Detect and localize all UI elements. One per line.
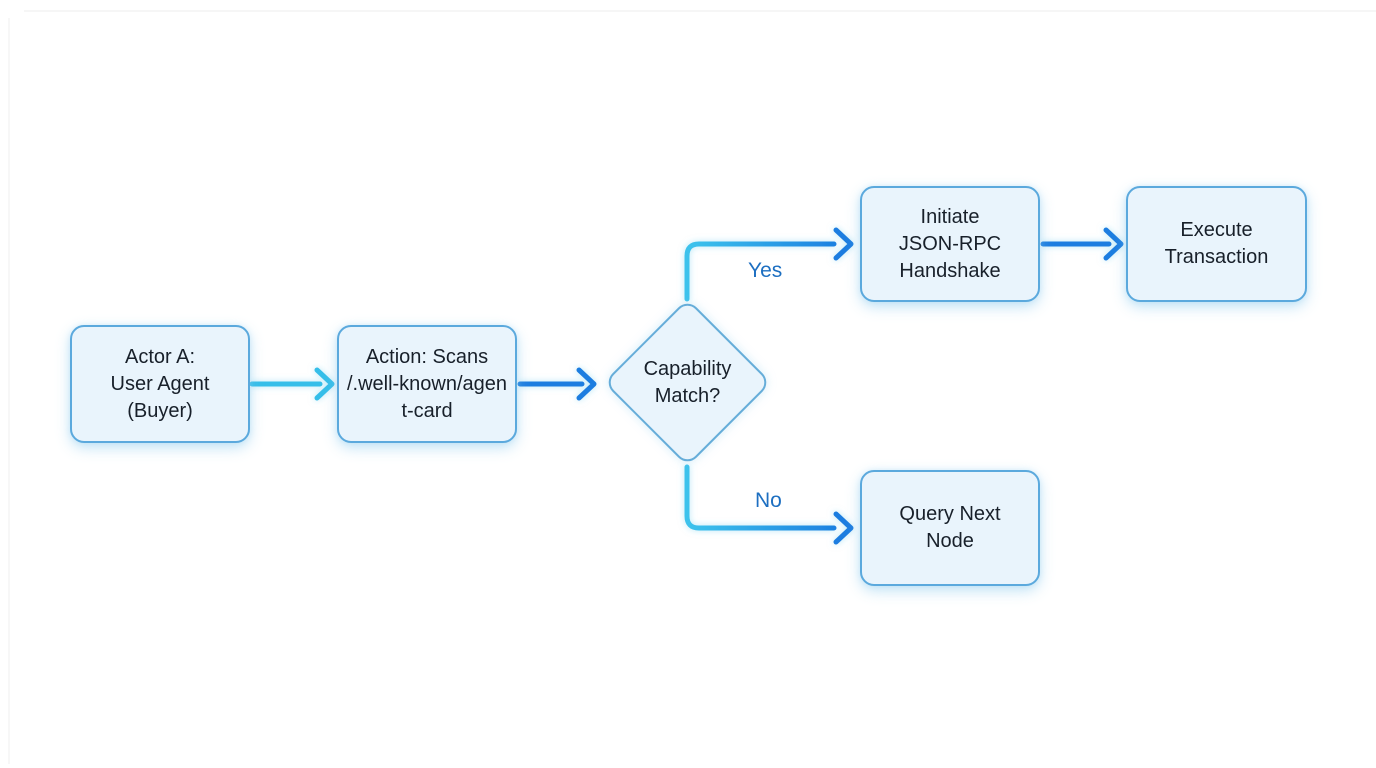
node-actor-a: Actor A: User Agent (Buyer) — [70, 325, 250, 443]
actor-line-3: (Buyer) — [127, 399, 193, 422]
handshake-line-2: JSON-RPC — [898, 232, 1002, 255]
arrowhead-actor-to-action — [314, 367, 335, 401]
arrowhead-action-to-decision — [576, 367, 597, 401]
node-initiate-handshake: Initiate JSON-RPC Handshake — [860, 186, 1040, 302]
actor-line-2: User Agent — [110, 372, 210, 395]
node-action-scans: Action: Scans /.well-known/agen t-card — [337, 325, 517, 443]
no-branch-label: No — [755, 489, 782, 512]
node-decision-label: Capability Match? — [600, 356, 775, 410]
handshake-line-1: Initiate — [920, 205, 980, 228]
arrowhead-handshake-to-execute — [1103, 227, 1124, 261]
arrowhead-decision-yes — [833, 227, 854, 261]
query-line-2: Node — [926, 530, 974, 552]
action-line-3: t-card — [401, 399, 453, 422]
decision-line-1: Capability — [643, 358, 732, 380]
yes-branch-label: Yes — [748, 259, 783, 282]
node-query-next-node: Query Next Node — [860, 470, 1040, 586]
handshake-line-3: Handshake — [899, 259, 1001, 282]
actor-line-1: Actor A: — [124, 345, 196, 368]
execute-line-2: Transaction — [1164, 246, 1269, 268]
arrowhead-decision-no — [833, 511, 854, 545]
decision-line-2: Match? — [654, 385, 721, 407]
action-line-2: /.well-known/agen — [346, 372, 508, 395]
execute-line-1: Execute — [1180, 219, 1253, 241]
edge-decision-no — [684, 464, 837, 531]
node-execute-transaction: Execute Transaction — [1126, 186, 1307, 302]
edge-decision-yes — [684, 241, 837, 302]
action-line-1: Action: Scans — [365, 345, 489, 368]
query-line-1: Query Next — [899, 503, 1001, 525]
